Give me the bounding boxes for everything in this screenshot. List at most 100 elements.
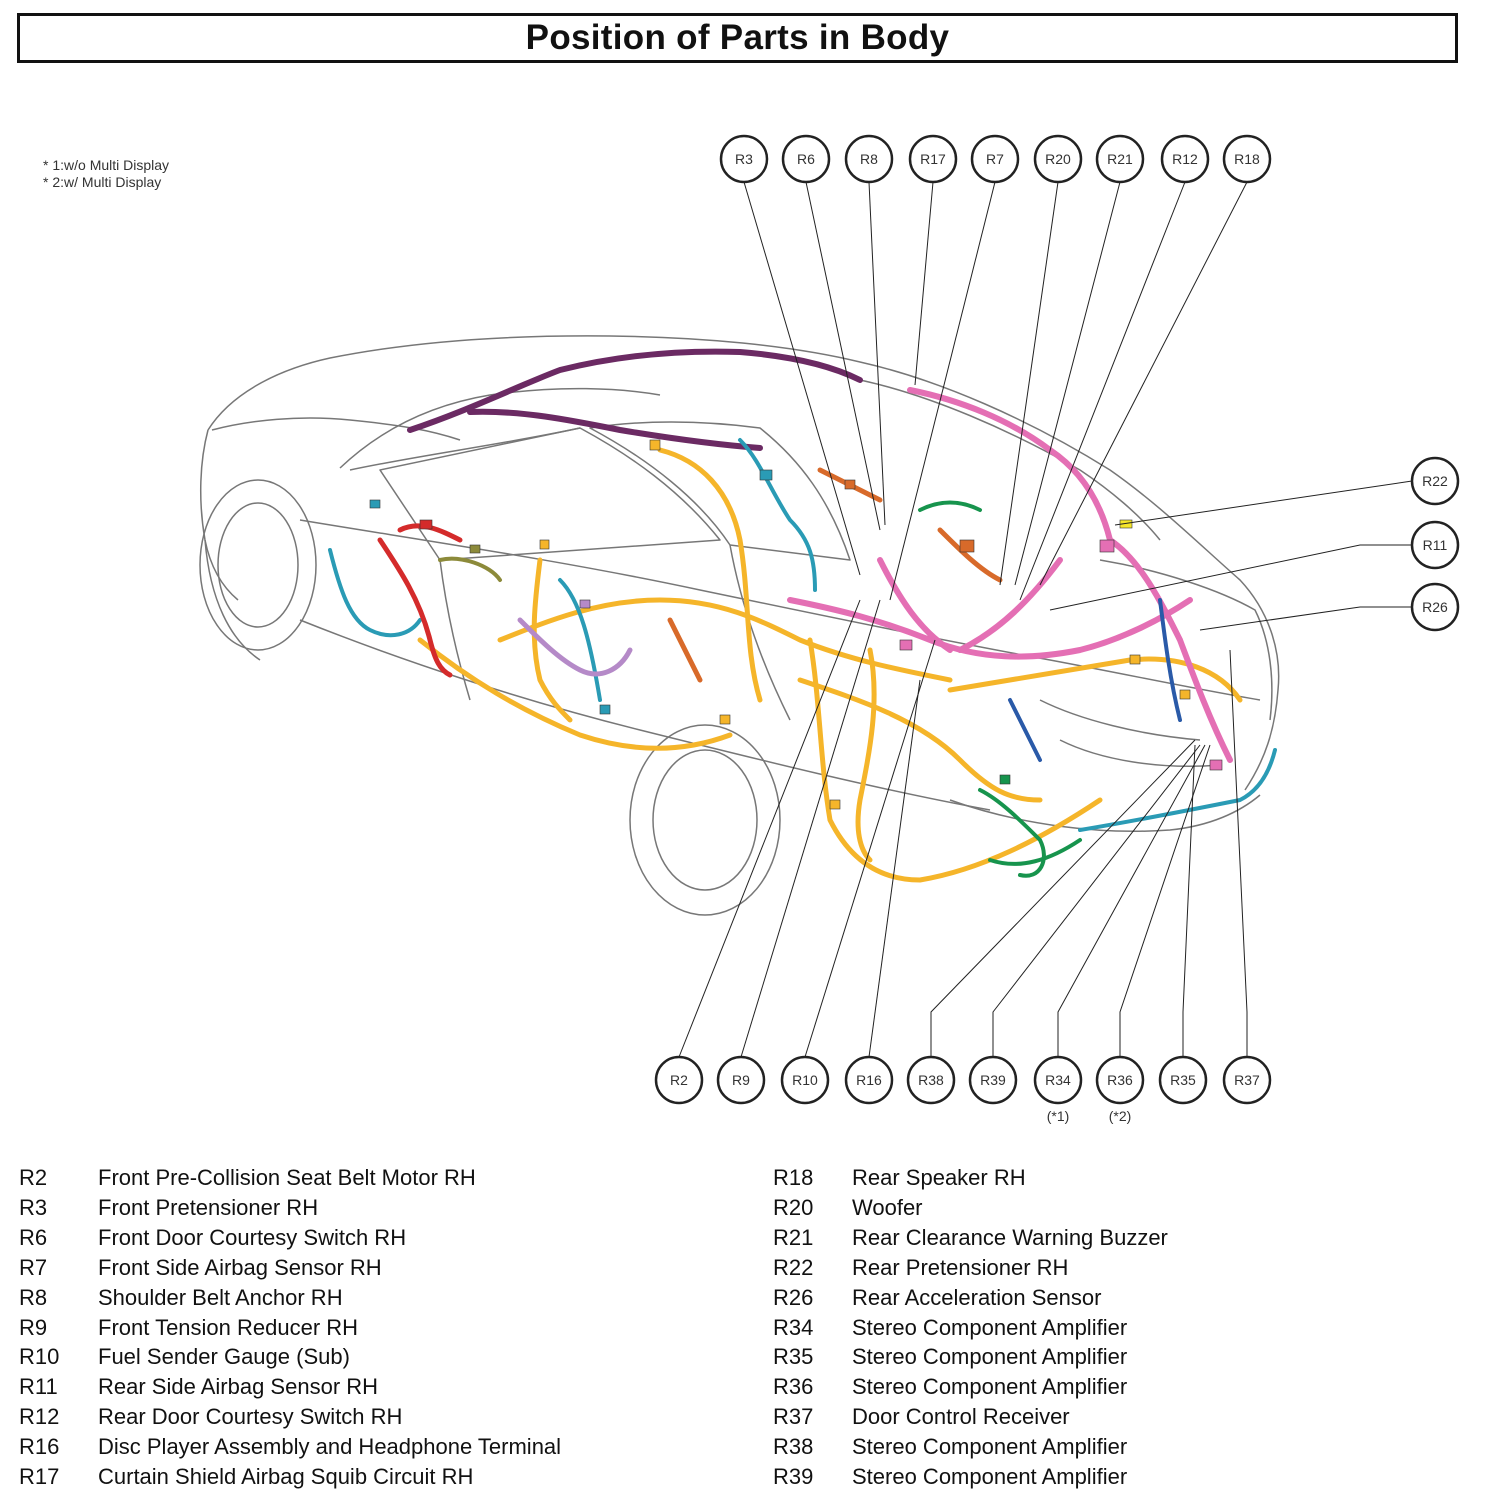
page-title: Position of Parts in Body xyxy=(525,18,950,57)
legend-name: Rear Pretensioner RH xyxy=(852,1254,1069,1280)
legend-code: R10 xyxy=(19,1344,60,1370)
legend-row: R36 Stereo Component Amplifier xyxy=(773,1372,1168,1402)
callout-R6: R6 xyxy=(781,134,831,184)
callout-R35: R35 xyxy=(1158,1055,1208,1105)
legend-name: Stereo Component Amplifier xyxy=(852,1314,1128,1340)
legend-name: Fuel Sender Gauge (Sub) xyxy=(98,1344,350,1370)
legend-code: R34 xyxy=(773,1314,814,1340)
footnote-1: * 1:w/o Multi Display xyxy=(43,157,170,173)
svg-text:R9: R9 xyxy=(732,1072,750,1088)
right-callouts: R22 R11 R26 xyxy=(1410,456,1460,632)
callout-R7: R7 xyxy=(970,134,1020,184)
legend-row: R11 Rear Side Airbag Sensor RH xyxy=(19,1372,561,1402)
legend-name: Rear Side Airbag Sensor RH xyxy=(98,1374,379,1400)
legend-name: Stereo Component Amplifier xyxy=(852,1464,1128,1490)
legend-row: R18 Rear Speaker RH xyxy=(773,1163,1168,1193)
legend-code: R7 xyxy=(19,1254,48,1280)
svg-text:R8: R8 xyxy=(860,151,878,167)
harness-yellow-main xyxy=(417,447,1243,883)
legend-code: R36 xyxy=(773,1374,814,1400)
svg-text:R21: R21 xyxy=(1107,151,1133,167)
legend-name: Rear Acceleration Sensor xyxy=(852,1284,1102,1310)
wheel-front xyxy=(199,479,317,651)
svg-text:R12: R12 xyxy=(1172,151,1198,167)
legend-name: Stereo Component Amplifier xyxy=(852,1374,1128,1400)
svg-text:R18: R18 xyxy=(1234,151,1260,167)
legend-code: R39 xyxy=(773,1464,814,1490)
svg-text:R38: R38 xyxy=(918,1072,944,1088)
legend-name: Stereo Component Amplifier xyxy=(852,1344,1128,1370)
car-body-outline xyxy=(200,335,1280,832)
svg-text:R11: R11 xyxy=(1423,537,1448,553)
legend-name: Rear Speaker RH xyxy=(852,1165,1026,1190)
legend-name: Stereo Component Amplifier xyxy=(852,1434,1128,1460)
callout-R2: R2 xyxy=(654,1055,704,1105)
callout-R17: R17 xyxy=(908,134,958,184)
callout-R39: R39 xyxy=(968,1055,1018,1105)
svg-text:R20: R20 xyxy=(1045,151,1071,167)
bottom-callouts: R2 R9 R10 R16 R38 R39 R34 (*1) R3 xyxy=(654,1055,1272,1124)
callout-R37: R37 xyxy=(1222,1055,1272,1105)
legend-code: R12 xyxy=(19,1404,60,1430)
footnotes: * 1:w/o Multi Display * 2:w/ Multi Displ… xyxy=(43,157,169,191)
callout-R18: R18 xyxy=(1222,134,1272,184)
legend-row: R34 Stereo Component Amplifier xyxy=(773,1313,1168,1343)
callout-R8: R8 xyxy=(844,134,894,184)
connectors xyxy=(369,439,1223,810)
harness-green xyxy=(918,500,1082,878)
callout-R36: R36 (*2) xyxy=(1095,1055,1145,1124)
svg-text:R7: R7 xyxy=(986,151,1004,167)
legend-code: R8 xyxy=(19,1284,48,1310)
legend-name: Shoulder Belt Anchor RH xyxy=(98,1284,343,1310)
svg-text:R39: R39 xyxy=(980,1072,1006,1088)
svg-text:R10: R10 xyxy=(792,1072,818,1088)
legend-code: R2 xyxy=(19,1165,48,1190)
callout-R16: R16 xyxy=(844,1055,894,1105)
harness-blue xyxy=(1008,598,1182,762)
legend-code: R37 xyxy=(773,1404,814,1430)
legend-code: R18 xyxy=(773,1165,814,1190)
svg-text:R26: R26 xyxy=(1422,599,1448,615)
svg-text:R3: R3 xyxy=(735,151,753,167)
legend-name: Disc Player Assembly and Headphone Termi… xyxy=(98,1434,562,1460)
callout-R12: R12 xyxy=(1160,134,1210,184)
legend-name: Woofer xyxy=(852,1194,923,1220)
callout-R38: R38 xyxy=(906,1055,956,1105)
callout-R21: R21 xyxy=(1095,134,1145,184)
callout-R36-note: (*2) xyxy=(1109,1108,1132,1124)
legend-name: Front Pretensioner RH xyxy=(98,1194,319,1220)
legend-row: R8 Shoulder Belt Anchor RH xyxy=(19,1283,561,1313)
legend-row: R10 Fuel Sender Gauge (Sub) xyxy=(19,1342,561,1372)
legend-row: R39 Stereo Component Amplifier xyxy=(773,1462,1168,1492)
svg-text:R34: R34 xyxy=(1045,1072,1071,1088)
legend-code: R11 xyxy=(19,1374,58,1400)
title-box: Position of Parts in Body xyxy=(17,13,1458,63)
legend-name: Front Door Courtesy Switch RH xyxy=(98,1224,407,1250)
callout-R34: R34 (*1) xyxy=(1033,1055,1083,1124)
top-callouts: R3 R6 R8 R17 R7 R20 R21 R12 xyxy=(719,134,1272,184)
harness-lavender xyxy=(517,617,633,677)
callout-R20: R20 xyxy=(1033,134,1083,184)
legend-name: Curtain Shield Airbag Squib Circuit RH xyxy=(98,1464,474,1490)
svg-text:R2: R2 xyxy=(670,1072,688,1088)
legend-code: R35 xyxy=(773,1344,814,1370)
harness-olive xyxy=(438,556,502,582)
wheel-rear xyxy=(629,724,781,916)
legend-code: R38 xyxy=(773,1434,814,1460)
harness-purple-roof xyxy=(407,348,863,451)
legend-code: R6 xyxy=(19,1224,48,1250)
callout-R22: R22 xyxy=(1410,456,1460,506)
svg-text:R16: R16 xyxy=(856,1072,882,1088)
